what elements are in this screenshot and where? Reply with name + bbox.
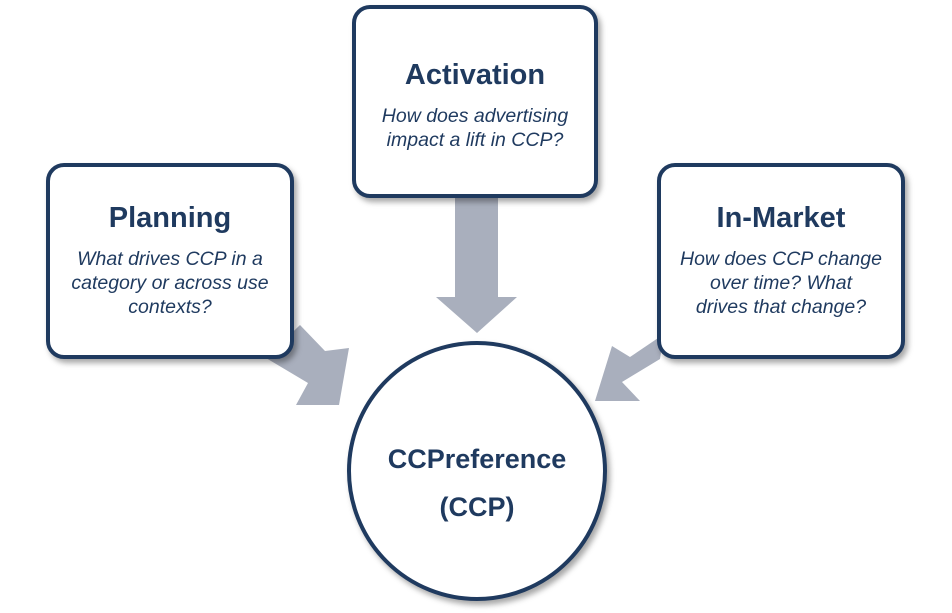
planning-box: Planning What drives CCP in a category o… bbox=[46, 163, 294, 359]
planning-description-line: contexts? bbox=[128, 296, 212, 318]
activation-description-line: How does advertising bbox=[381, 105, 569, 127]
planning-description: What drives CCP in a category or across … bbox=[50, 247, 290, 319]
planning-title: Planning bbox=[108, 202, 232, 234]
arrow-inmarket-to-center bbox=[595, 334, 664, 401]
center-label-line1: CCPreference bbox=[387, 444, 567, 474]
activation-title: Activation bbox=[404, 59, 546, 91]
in-market-description-line: drives that change? bbox=[695, 296, 867, 318]
activation-description: How does advertising impact a lift in CC… bbox=[356, 104, 594, 152]
in-market-description-line: over time? What bbox=[710, 272, 852, 294]
center-label-line2: (CCP) bbox=[439, 492, 515, 522]
activation-description-line: impact a lift in CCP? bbox=[386, 129, 564, 151]
in-market-description: How does CCP change over time? What driv… bbox=[661, 247, 901, 319]
in-market-description-line: How does CCP change bbox=[680, 248, 882, 270]
in-market-title: In-Market bbox=[716, 202, 846, 234]
in-market-box: In-Market How does CCP change over time?… bbox=[657, 163, 905, 359]
planning-description-line: What drives CCP in a bbox=[77, 248, 263, 270]
planning-description-line: category or across use bbox=[71, 272, 269, 294]
center-circle: CCPreference (CCP) bbox=[347, 341, 607, 601]
activation-box: Activation How does advertising impact a… bbox=[352, 5, 598, 198]
arrow-activation-to-center bbox=[436, 198, 517, 333]
